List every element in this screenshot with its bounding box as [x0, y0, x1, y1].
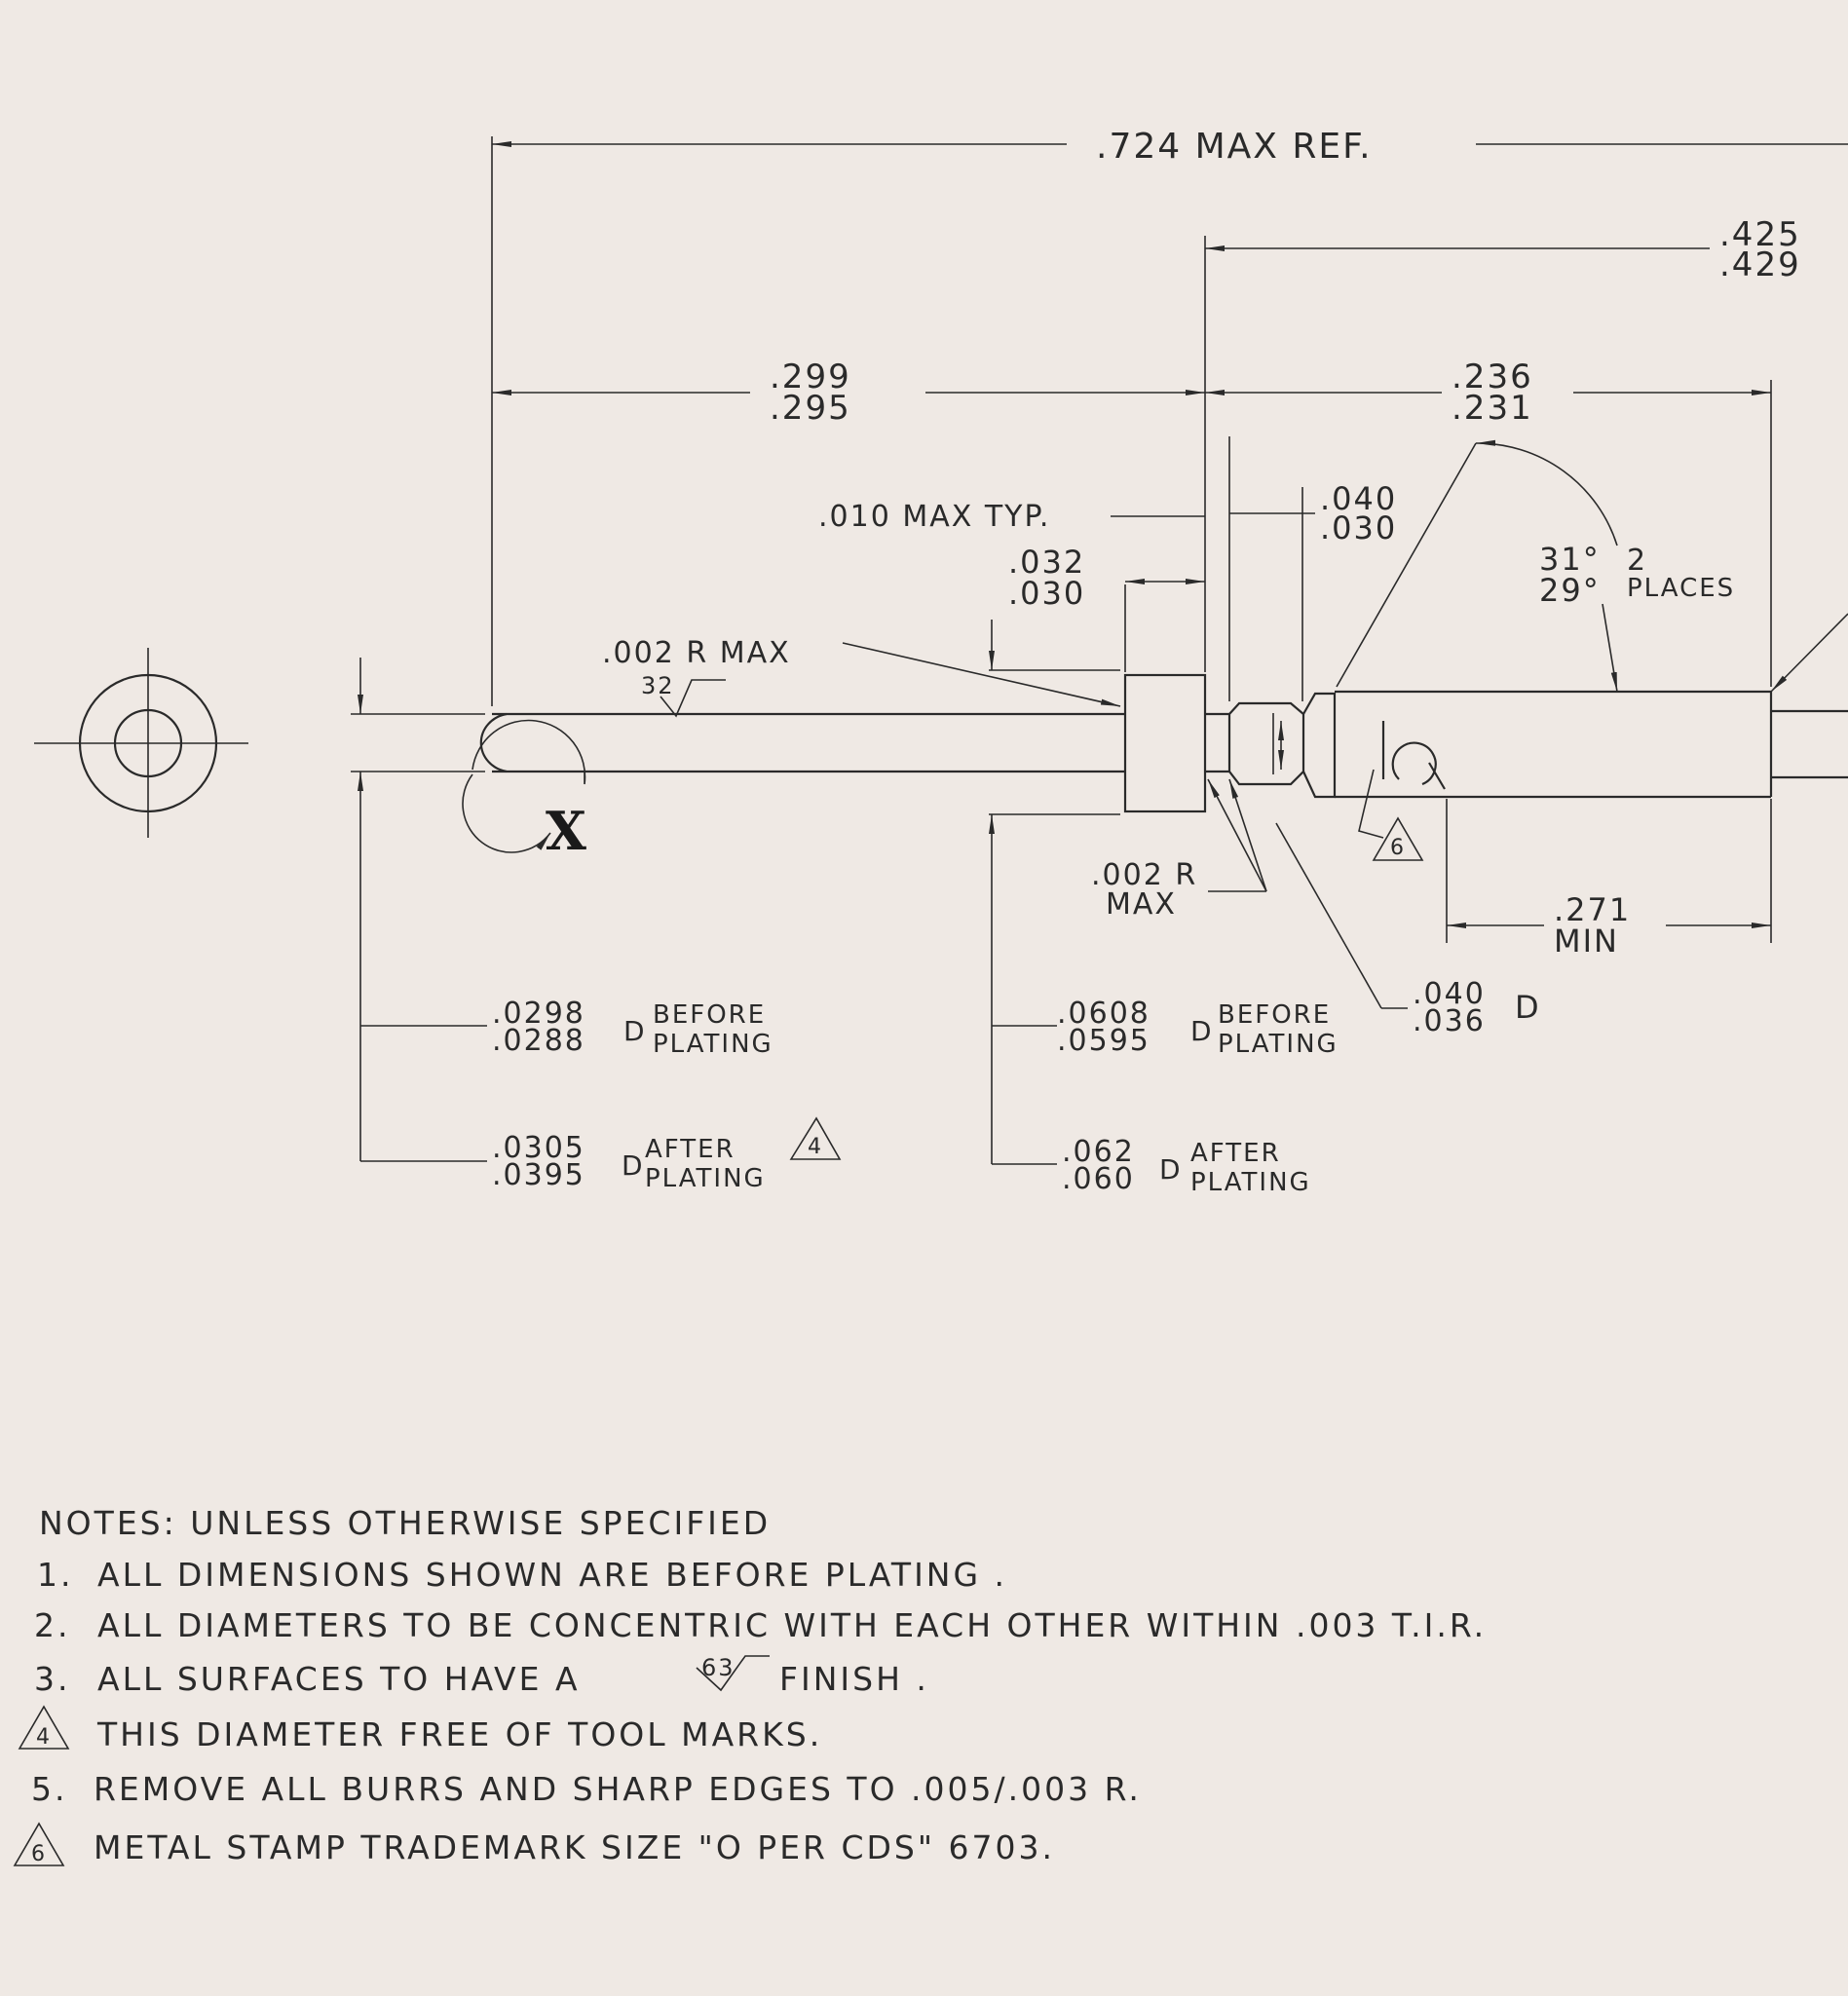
collar-after-lower: .060	[1062, 1162, 1135, 1196]
collar-width-lower: .030	[1008, 575, 1085, 612]
stamp-length-min: MIN	[1554, 923, 1619, 960]
note-5-number: 5.	[31, 1770, 68, 1808]
note6-marker-number: 6	[1390, 836, 1406, 860]
note-4-number: 4	[36, 1725, 52, 1750]
note-6-number: 6	[31, 1842, 47, 1866]
shank-after-plating: PLATING	[645, 1164, 766, 1193]
dimension-lines	[358, 141, 1848, 1165]
angle-places: PLACES	[1627, 574, 1735, 603]
angle-lower: 29°	[1539, 572, 1601, 609]
shank-after-d: D	[622, 1149, 645, 1182]
shank-before-lower: .0288	[492, 1024, 585, 1058]
angle-count: 2	[1627, 544, 1647, 578]
shank-before-upper: .0298	[492, 997, 585, 1031]
note4-triangle-marker	[789, 1116, 842, 1160]
groove-dia-upper: .040	[1413, 977, 1486, 1011]
collar-max-label: .010 MAX TYP.	[818, 500, 1050, 534]
right-length-lower: .429	[1719, 245, 1801, 284]
shank-after-upper: .0305	[492, 1131, 585, 1165]
note-1-text: ALL DIMENSIONS SHOWN ARE BEFORE PLATING …	[97, 1556, 1007, 1594]
collar-radius-label: .002 R	[1091, 858, 1197, 892]
diameter-callouts: .0298 .0288 D BEFORE PLATING .0305 .0395…	[492, 816, 1424, 1197]
shank-after-lower: .0395	[492, 1158, 585, 1192]
collar-after-d: D	[1159, 1153, 1183, 1186]
shank-before-plating: PLATING	[653, 1030, 773, 1059]
note6-triangle-marker	[1372, 816, 1424, 861]
shank-length-upper: .299	[770, 358, 851, 396]
collar-width-upper: .032	[1008, 544, 1085, 581]
groove-dia-lower: .036	[1413, 1004, 1486, 1038]
note-5-text: REMOVE ALL BURRS AND SHARP EDGES TO .005…	[94, 1770, 1142, 1808]
collar-before-word: BEFORE	[1218, 1000, 1331, 1030]
part-outline	[479, 673, 1848, 813]
notes-heading: NOTES: UNLESS OTHERWISE SPECIFIED	[39, 1504, 771, 1542]
note-3-text-post: FINISH .	[779, 1660, 929, 1698]
shank-length-lower: .295	[770, 389, 851, 428]
groove-lower: .030	[1320, 509, 1397, 546]
collar-after-plating: PLATING	[1190, 1168, 1311, 1197]
collar-before-d: D	[1190, 1015, 1214, 1047]
note-3-text: ALL SURFACES TO HAVE A	[97, 1660, 581, 1698]
collar-before-lower: .0595	[1057, 1024, 1150, 1058]
note-2-number: 2.	[34, 1606, 71, 1644]
collar-before-plating: PLATING	[1218, 1030, 1339, 1059]
note-6-triangle-icon	[13, 1822, 65, 1866]
collar-radius-max: MAX	[1106, 887, 1177, 922]
collar-after-word: AFTER	[1190, 1139, 1281, 1168]
notes-block: NOTES: UNLESS OTHERWISE SPECIFIED 1. ALL…	[13, 1504, 1487, 1866]
note4-marker-number: 4	[808, 1135, 823, 1159]
groove-dia-suffix: D	[1515, 989, 1541, 1026]
note-1-number: 1.	[37, 1556, 74, 1594]
note-6-text: METAL STAMP TRADEMARK SIZE "O PER CDS" 6…	[94, 1828, 1055, 1866]
end-view	[34, 648, 248, 838]
note-3-number: 3.	[34, 1660, 71, 1698]
shank-before-d: D	[623, 1015, 647, 1047]
note-4-triangle-icon	[18, 1705, 70, 1750]
finish-symbol-icon	[696, 1655, 770, 1692]
view-x-label: X	[546, 800, 586, 862]
body-length-upper: .236	[1452, 358, 1533, 396]
dimension-text: .724 MAX REF. .425 .429 .299 .295 .236 .…	[546, 127, 1801, 1038]
note-2-text: ALL DIAMETERS TO BE CONCENTRIC WITH EACH…	[97, 1606, 1487, 1644]
overall-length-label: .724 MAX REF.	[1096, 127, 1373, 167]
collar-after-upper: .062	[1062, 1135, 1135, 1169]
angle-upper: 31°	[1539, 541, 1601, 578]
tip-radius-label: .002 R MAX	[602, 636, 791, 670]
collar-before-upper: .0608	[1057, 997, 1150, 1031]
note-4-text: THIS DIAMETER FREE OF TOOL MARKS.	[96, 1715, 822, 1753]
stamp-length-value: .271	[1554, 891, 1631, 928]
extension-lines	[351, 136, 1772, 943]
shank-before-word: BEFORE	[653, 1000, 766, 1030]
groove-upper: .040	[1320, 480, 1397, 517]
shank-after-word: AFTER	[645, 1135, 735, 1164]
body-length-lower: .231	[1452, 389, 1533, 428]
right-length-upper: .425	[1719, 215, 1801, 254]
finish-32-label: 32	[641, 672, 675, 699]
